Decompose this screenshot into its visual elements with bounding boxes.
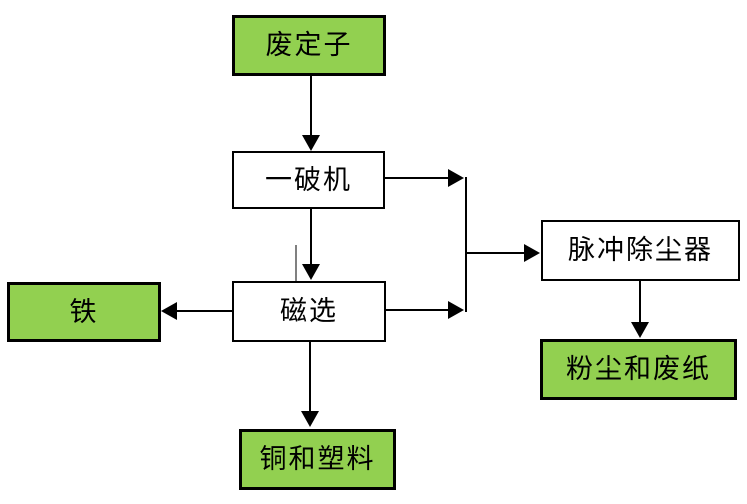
node-iron-label: 铁 [69,296,99,327]
arrow-bus-to-pulse-dust-collector [466,244,540,262]
node-waste-stator-label: 废定子 [265,30,353,60]
node-first-crusher-label: 一破机 [265,164,352,195]
node-magnetic-separation: 磁选 [232,281,386,342]
node-pulse-dust-collector: 脉冲除尘器 [541,220,740,281]
node-pulse-dust-collector-label: 脉冲除尘器 [568,235,713,265]
arrow-magnetic-separation-to-iron [161,302,232,320]
node-first-crusher: 一破机 [232,151,385,209]
node-dust-waste-paper-label: 粉尘和废纸 [566,354,711,384]
node-magnetic-separation-label: 磁选 [280,296,338,326]
arrow-first-crusher-to-magnetic-separation [302,209,320,280]
node-waste-stator: 废定子 [232,15,386,76]
node-copper-plastic-label: 铜和塑料 [259,444,376,474]
arrow-pulse-dust-collector-to-dust-waste-paper [631,281,649,338]
arrow-magnetic-separation-to-bus [386,301,464,319]
node-copper-plastic: 铜和塑料 [239,429,396,490]
arrow-magnetic-separation-to-copper-plastic [301,342,319,427]
node-iron: 铁 [7,282,161,342]
arrow-waste-stator-to-first-crusher [302,76,320,151]
arrow-first-crusher-to-bus [385,169,464,187]
node-dust-waste-paper: 粉尘和废纸 [540,339,737,400]
